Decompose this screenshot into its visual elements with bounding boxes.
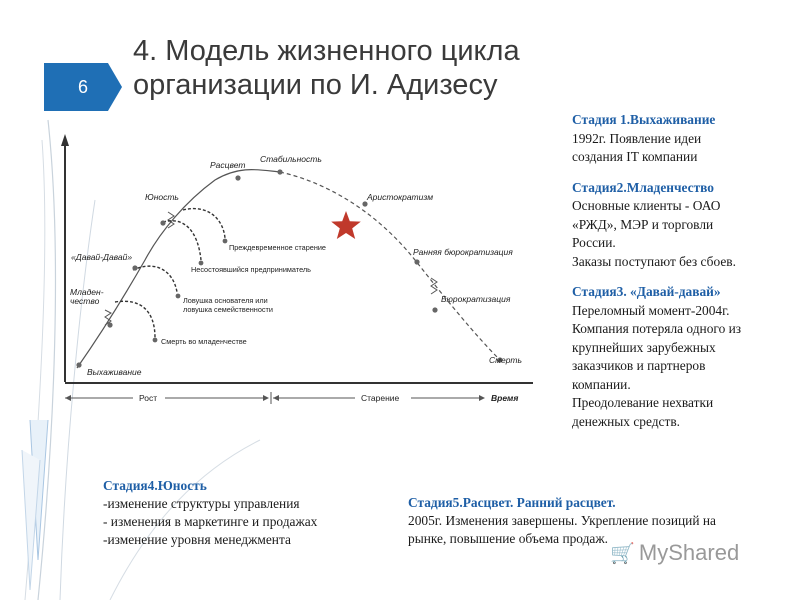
stage-4-line: -изменение структуры управления xyxy=(103,496,300,511)
stage-3-heading: Стадия3. «Давай-давай» xyxy=(572,284,721,299)
stage-2-line: Заказы поступают без сбоев. xyxy=(572,253,736,269)
label-aristokratizm: Аристократизм xyxy=(366,192,433,202)
trap-curve-prezhd xyxy=(182,208,226,239)
label-rannyaya-byuro: Ранняя бюрократизация xyxy=(413,247,513,257)
label-davai: «Давай-Давай» xyxy=(71,252,132,262)
label-mladenchestvo-2: чество xyxy=(70,296,100,306)
stage-2-line: России. xyxy=(572,235,616,250)
stage-1-line: создания IT компании xyxy=(572,149,698,164)
stage-3-line: крупнейших зарубежных xyxy=(572,339,716,355)
zigzag-mladenchestvo xyxy=(104,309,112,326)
stage-5-heading: Стадия5.Расцвет. Ранний расцвет. xyxy=(408,495,616,510)
stage-3-line: Преодолевание нехватки xyxy=(572,395,714,410)
arrow-starenie-left-head xyxy=(273,395,279,401)
title-line-2: организации по И. Адизесу xyxy=(133,69,498,101)
stage-2-line: Основные клиенты - ОАО xyxy=(572,198,721,213)
lifecycle-curve-decline xyxy=(279,171,501,361)
stage-4-line: - изменения в маркетинге и продажах xyxy=(103,514,318,529)
label-stabilnost: Стабильность xyxy=(260,154,322,164)
label-yunost: Юность xyxy=(145,192,179,202)
stage-4-block: Стадия4.Юность -изменение структуры упра… xyxy=(103,477,403,549)
axis-label-rost: Рост xyxy=(139,393,157,403)
axis-label-vremya: Время xyxy=(491,393,518,403)
label-vyhazhivanie: Выхаживание xyxy=(87,367,142,377)
title-line-1: 4. Модель жизненного цикла xyxy=(133,35,520,67)
lifecycle-curve-rise xyxy=(76,168,281,369)
stage-3-line: Компания потеряла одного из xyxy=(572,321,742,336)
current-position-star xyxy=(331,211,361,239)
trap-curve-lovushka xyxy=(132,265,178,293)
zigzag-byuro xyxy=(430,277,438,295)
slide-title: 4. Модель жизненного цикла организации п… xyxy=(133,34,613,102)
label-smert: Смерть xyxy=(489,355,522,365)
y-axis-arrow xyxy=(61,134,69,146)
trap-end-points xyxy=(152,238,228,343)
stage-1-block: Стадия 1.Выхаживание 1992г. Появление ид… xyxy=(572,111,792,167)
label-byurokratizatsiya: Бюрократизация xyxy=(441,294,511,304)
stages-description-column: Стадия 1.Выхаживание 1992г. Появление ид… xyxy=(572,111,792,443)
curve-points xyxy=(76,169,503,368)
watermark: 🛒MyShared xyxy=(610,540,739,566)
stage-5-block: Стадия5.Расцвет. Ранний расцвет. 2005г. … xyxy=(408,494,778,548)
label-trap-nesost: Несостоявшийся предприниматель xyxy=(191,265,311,274)
arrow-starenie-right-head xyxy=(479,395,485,401)
stage-3-line: заказчиков и партнеров xyxy=(572,358,706,373)
stage-1-line: 1992г. Появление идеи xyxy=(572,130,702,146)
stage-2-heading: Стадия2.Младенчество xyxy=(572,179,715,195)
label-trap-prezhd: Преждевременное старение xyxy=(229,243,326,252)
label-trap-lovushka-1: Ловушка основателя или xyxy=(183,296,268,305)
label-trap-smert-mladenchestvo: Смерть во младенчестве xyxy=(161,337,247,346)
cart-icon: 🛒 xyxy=(610,543,635,565)
stage-4-heading: Стадия4.Юность xyxy=(103,478,207,493)
stage-3-block: Стадия3. «Давай-давай» Переломный момент… xyxy=(572,283,792,431)
stage-2-block: Стадия2.Младенчество Основные клиенты - … xyxy=(572,179,792,272)
stage-1-heading: Стадия 1.Выхаживание xyxy=(572,112,716,127)
stage-3-line: Переломный момент-2004г. xyxy=(572,302,730,318)
arrow-rost-left-head xyxy=(65,395,71,401)
stage-4-line: -изменение уровня менеджмента xyxy=(103,532,291,547)
stage-5-line: рынке, повышение объема продаж. xyxy=(408,531,608,546)
lifecycle-diagram: Выхаживание Младен- чество «Давай-Давай»… xyxy=(61,134,533,404)
trap-curve-nesost xyxy=(162,220,202,261)
watermark-text: MyShared xyxy=(638,540,740,565)
slide-number-badge: 6 xyxy=(44,63,122,111)
stage-3-line: компании. xyxy=(572,376,631,392)
stage-2-line: «РЖД», МЭР и торговли xyxy=(572,216,714,232)
axis-label-starenie: Старение xyxy=(361,393,400,403)
stage-3-line: денежных средств. xyxy=(572,413,681,429)
arrow-rost-right-head xyxy=(263,395,269,401)
label-rascvet: Расцвет xyxy=(210,160,245,170)
zigzag-yunost xyxy=(167,211,175,229)
label-mladenchestvo-1: Младен- xyxy=(70,287,104,297)
trap-curve-smert-mladenchestvo xyxy=(114,300,156,339)
stage-5-line: 2005г. Изменения завершены. Укрепление п… xyxy=(408,513,716,528)
label-trap-lovushka-2: ловушка семейственности xyxy=(183,305,273,314)
